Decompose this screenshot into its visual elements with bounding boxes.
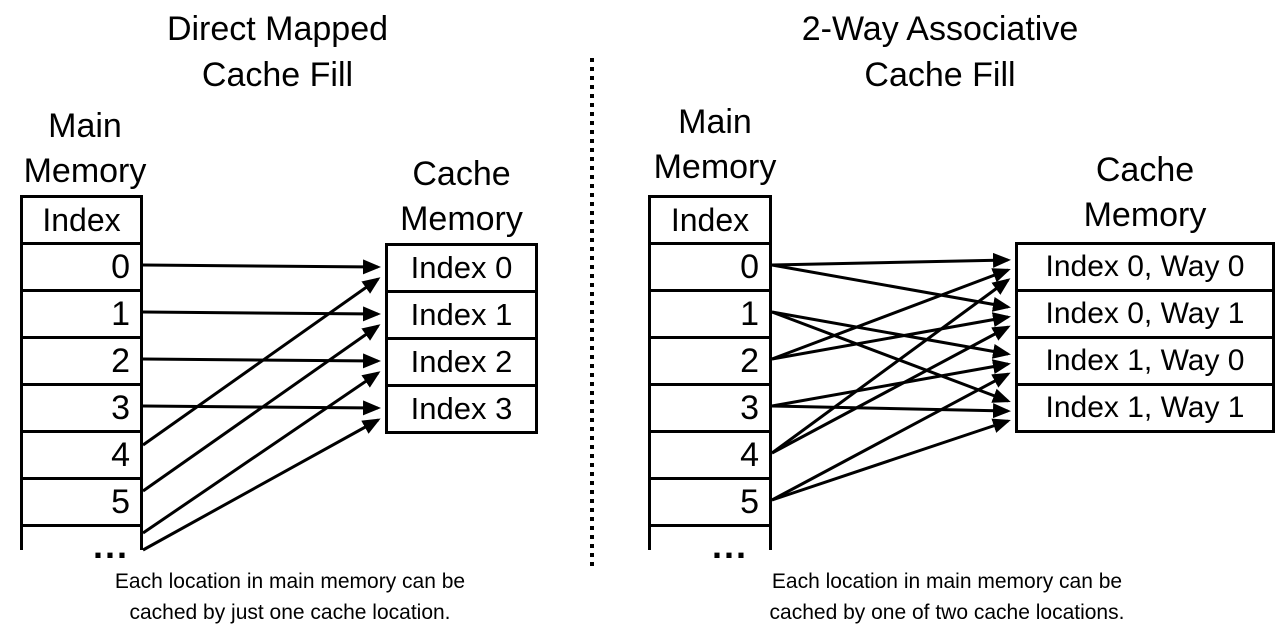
left-arrow-0-to-index-0 — [142, 259, 381, 275]
right-arrow-3-to-index-1-way-0 — [771, 359, 1011, 408]
left-main-label-line1: Main — [48, 107, 122, 145]
left-arrow-1-to-index-1 — [142, 306, 381, 322]
left-ellipsis: ... — [92, 525, 129, 566]
right-arrow-2-to-index-0-way-1 — [771, 312, 1011, 361]
right-main-row-2: 2 — [651, 339, 769, 386]
left-cache-row-3: Index 3 — [388, 387, 535, 431]
left-main-memory-label: Main Memory — [10, 104, 160, 194]
right-cache-row-3: Index 1, Way 1 — [1018, 386, 1272, 430]
left-cache-label-line2: Memory — [400, 200, 523, 238]
right-main-row-5: 5 — [651, 480, 769, 527]
left-main-row-5: 5 — [23, 480, 140, 527]
left-arrow-3-to-index-3 — [142, 400, 381, 416]
left-index-header: Index — [23, 198, 140, 245]
right-arrow-2-to-index-0-way-0 — [771, 268, 1011, 361]
right-main-row-3: 3 — [651, 386, 769, 433]
right-main-row-0: 0 — [651, 245, 769, 292]
left-main-label-line2: Memory — [23, 152, 147, 190]
left-arrow-2-to-index-2 — [142, 353, 381, 369]
right-title-line2: Cache Fill — [864, 56, 1016, 94]
divider-dotted-line — [590, 58, 594, 568]
left-caption-line2: cached by just one cache location. — [129, 601, 451, 624]
left-title-line2: Cache Fill — [201, 56, 354, 94]
left-title-line1: Direct Mapped — [166, 10, 389, 48]
left-main-row-0: 0 — [23, 245, 140, 292]
right-arrow-1-to-index-1-way-0 — [771, 310, 1011, 359]
right-index-header: Index — [651, 198, 769, 245]
right-main-row-1: 1 — [651, 292, 769, 339]
right-cache-label-line2: Memory — [1083, 196, 1207, 234]
left-cache-memory-label: Cache Memory — [385, 152, 538, 242]
right-main-memory-table: Index 0 1 2 3 4 5 — [648, 195, 772, 550]
left-arrow-5-to-index-1 — [142, 324, 381, 493]
left-main-row-4: 4 — [23, 433, 140, 480]
right-caption-line1: Each location in main memory can be — [771, 570, 1123, 593]
right-title-line1: 2-Way Associative — [801, 10, 1079, 48]
left-cache-row-0: Index 0 — [388, 246, 535, 293]
right-main-row-partial — [651, 527, 769, 550]
left-diagram-title: Direct Mapped Cache Fill — [100, 6, 455, 98]
right-caption-line2: cached by one of two cache locations. — [769, 601, 1125, 624]
right-main-memory-label: Main Memory — [640, 100, 790, 190]
right-caption: Each location in main memory can be cach… — [747, 566, 1147, 628]
right-cache-row-2: Index 1, Way 0 — [1018, 339, 1272, 386]
right-arrow-4-to-index-0-way-1 — [771, 325, 1011, 455]
right-main-label-line1: Main — [678, 103, 752, 141]
left-arrow-6-to-index-2 — [142, 371, 381, 535]
right-arrow-4-to-index-0-way-0 — [771, 278, 1011, 455]
left-main-row-1: 1 — [23, 292, 140, 339]
left-cache-row-2: Index 2 — [388, 340, 535, 387]
left-main-row-partial — [23, 527, 140, 550]
right-cache-row-0: Index 0, Way 0 — [1018, 245, 1272, 292]
left-main-memory-table: Index 0 1 2 3 4 5 — [20, 195, 143, 550]
left-arrow-4-to-index-0 — [142, 277, 381, 447]
right-cache-label-line1: Cache — [1095, 151, 1195, 189]
right-arrow-5-to-index-1-way-1 — [771, 418, 1011, 502]
right-arrow-3-to-index-1-way-1 — [771, 403, 1011, 419]
right-diagram-title: 2-Way Associative Cache Fill — [760, 6, 1120, 98]
left-cache-label-line1: Cache — [412, 155, 511, 193]
left-caption: Each location in main memory can be cach… — [90, 566, 490, 628]
right-arrow-0-to-index-0-way-0 — [771, 252, 1011, 268]
right-main-row-4: 4 — [651, 433, 769, 480]
right-arrow-1-to-index-1-way-1 — [771, 310, 1011, 403]
left-cache-row-1: Index 1 — [388, 293, 535, 340]
right-ellipsis: ... — [711, 525, 748, 566]
right-main-label-line2: Memory — [653, 148, 777, 186]
left-main-row-2: 2 — [23, 339, 140, 386]
left-cache-memory-table: Index 0 Index 1 Index 2 Index 3 — [385, 243, 538, 434]
right-cache-row-1: Index 0, Way 1 — [1018, 292, 1272, 339]
left-arrow-7-to-index-3 — [142, 418, 381, 552]
right-arrow-5-to-index-1-way-0 — [771, 372, 1011, 502]
right-arrow-0-to-index-0-way-1 — [771, 263, 1011, 312]
right-cache-memory-label: Cache Memory — [1015, 148, 1275, 238]
right-cache-memory-table: Index 0, Way 0 Index 0, Way 1 Index 1, W… — [1015, 242, 1275, 433]
left-main-row-3: 3 — [23, 386, 140, 433]
left-caption-line1: Each location in main memory can be — [114, 570, 466, 593]
